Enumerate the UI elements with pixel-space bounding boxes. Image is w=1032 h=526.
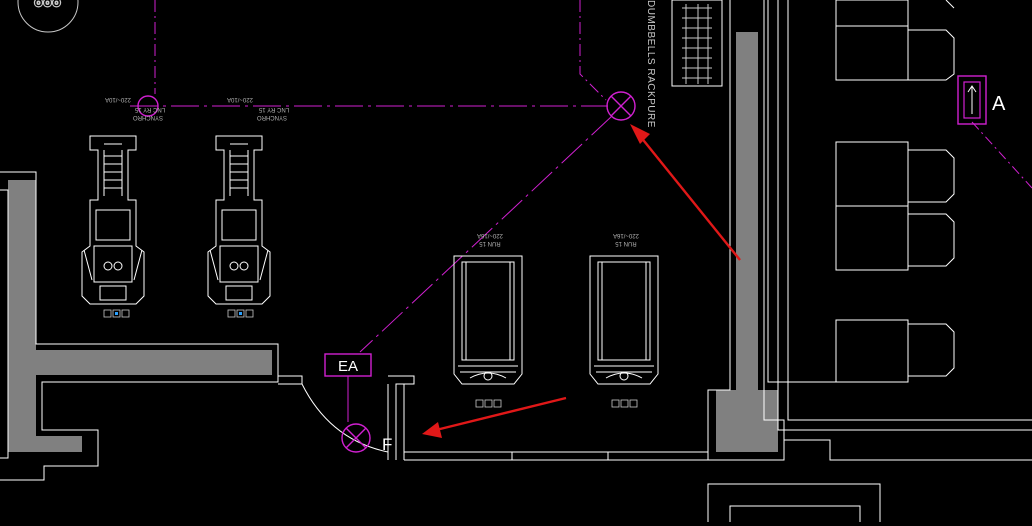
grid-tag-f: F <box>382 435 392 454</box>
svg-text:SYNCHRO: SYNCHRO <box>133 114 163 120</box>
electrical-wiring <box>130 0 1032 422</box>
red-arrow-icon <box>630 124 741 261</box>
junction-circle-icon <box>137 95 159 117</box>
wall-left <box>0 171 279 481</box>
wall-right-column <box>707 0 1032 461</box>
svg-text:220~/16A: 220~/16A <box>477 232 503 238</box>
svg-text:RUN 15: RUN 15 <box>479 240 501 246</box>
svg-text:RUN 15: RUN 15 <box>615 240 637 246</box>
treadmill-2-badges <box>611 399 638 408</box>
grid-tag-a: A <box>992 93 1006 115</box>
synchro-machine-1[interactable] <box>81 135 145 305</box>
synchro-machine-1-badges <box>103 309 130 318</box>
bottom-structure <box>707 483 881 522</box>
synchro-machine-2[interactable] <box>207 135 271 305</box>
synchro-machine-2-badges <box>227 309 254 318</box>
red-arrow-icon <box>422 396 567 438</box>
synchro-machine-2-labels: 220~/10A LNC RY 15 SYNCHRO <box>227 96 289 120</box>
treadmill-1-badges <box>475 399 502 408</box>
door <box>278 375 415 460</box>
exhaust-fan-symbol-icon[interactable] <box>606 91 636 121</box>
exhaust-air-tag[interactable]: EA <box>324 353 372 377</box>
synchro-machine-1-labels: 220~/10A LNC RY 15 SYNCHRO <box>105 96 165 120</box>
treadmill-2-labels: 220~/16A RUN 15 <box>613 232 639 246</box>
rack-label: DUMBBELLS RACKPURE <box>645 0 656 128</box>
treadmill-1[interactable] <box>453 255 523 385</box>
svg-text:220~/16A: 220~/16A <box>613 232 639 238</box>
treadmill-1-labels: 220~/16A RUN 15 <box>477 232 503 246</box>
exhaust-tag-label: EA <box>338 358 358 375</box>
svg-text:220~/10A: 220~/10A <box>227 96 253 102</box>
exhaust-fan-symbol-icon[interactable] <box>341 423 371 453</box>
svg-text:220~/10A: 220~/10A <box>105 96 131 102</box>
treadmill-2[interactable] <box>589 255 659 385</box>
dumbbell-rack: DUMBBELLS RACKPURE <box>645 0 723 128</box>
svg-text:LNC RY 15: LNC RY 15 <box>258 106 289 112</box>
circular-fixture: ⓞⓞⓞ <box>17 0 79 33</box>
svg-text:SYNCHRO: SYNCHRO <box>257 114 287 120</box>
wall-bottom <box>403 384 708 461</box>
svg-text:LNC RY 15: LNC RY 15 <box>134 106 165 112</box>
locker-bank <box>835 0 955 383</box>
wall-unit-symbol-icon[interactable] <box>957 75 987 125</box>
svg-text:ⓞⓞⓞ: ⓞⓞⓞ <box>34 0 61 8</box>
